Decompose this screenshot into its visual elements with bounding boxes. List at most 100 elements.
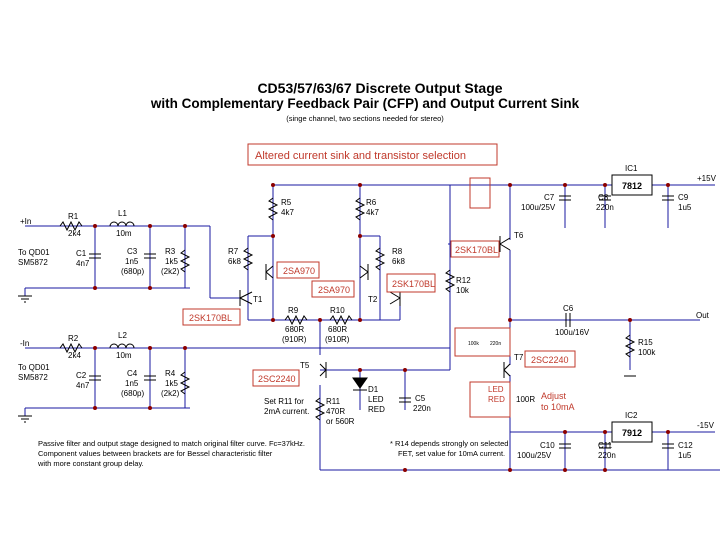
- r5-name: R5: [281, 198, 292, 207]
- part-t1: 2SK170BL: [189, 313, 232, 323]
- c5-val: 220n: [413, 404, 431, 413]
- set-r11-1: Set R11 for: [264, 397, 304, 406]
- part-t6: 2SK170BL: [455, 245, 498, 255]
- r5-val: 4k7: [281, 208, 294, 217]
- r15-name: R15: [638, 338, 653, 347]
- part-t5: 2SC2240: [258, 374, 296, 384]
- part-q1: 2SA970: [283, 266, 315, 276]
- r9-val: 680R: [285, 325, 304, 334]
- r1-val: 2k4: [68, 229, 81, 238]
- t1-label: T1: [253, 295, 263, 304]
- r11-name: R11: [326, 397, 341, 406]
- r7-val: 6k8: [228, 257, 241, 266]
- c11-val: 220n: [598, 451, 616, 460]
- r11-val: 470R: [326, 407, 345, 416]
- port-out: Out: [696, 311, 710, 320]
- adjust-1: Adjust: [541, 391, 567, 401]
- c12-name: C12: [678, 441, 693, 450]
- r7-name: R7: [228, 247, 239, 256]
- adjust-2: to 10mA: [541, 402, 575, 412]
- ic2-name: IC2: [625, 411, 638, 420]
- l2-name: L2: [118, 331, 127, 340]
- r4-val: 1k5: [165, 379, 178, 388]
- r10-val: 680R: [328, 325, 347, 334]
- component-symbols: [18, 174, 674, 449]
- title-line2: with Complementary Feedback Pair (CFP) a…: [150, 96, 580, 111]
- r8-name: R8: [392, 247, 403, 256]
- t7-label: T7: [514, 353, 524, 362]
- c8-name: C8: [598, 193, 609, 202]
- t6-label: T6: [514, 231, 524, 240]
- c10-name: C10: [540, 441, 555, 450]
- title-line1: CD53/57/63/67 Discrete Output Stage: [257, 80, 502, 96]
- to-qd01-2: To QD01: [18, 363, 50, 372]
- highlight-boxes: [454, 177, 511, 418]
- r1-name: R1: [68, 212, 79, 221]
- r2-val: 2k4: [68, 351, 81, 360]
- d1-led: LED: [368, 395, 384, 404]
- ic1-name: IC1: [625, 164, 638, 173]
- port-vpos: +15V: [697, 174, 717, 183]
- c4-alt: (680p): [121, 389, 144, 398]
- c3-val: 1n5: [125, 257, 139, 266]
- note-right-1: * R14 depends strongly on selected: [390, 439, 508, 448]
- r-100r-label: 100R: [516, 395, 535, 404]
- c1-name: C1: [76, 249, 87, 258]
- c10-val: 100u/25V: [517, 451, 552, 460]
- r3-alt: (2k2): [161, 267, 180, 276]
- d1-red: RED: [368, 405, 385, 414]
- small-c-220n: 220n: [490, 341, 501, 347]
- d1-name: D1: [368, 385, 379, 394]
- led-red-label: RED: [488, 395, 505, 404]
- c5-name: C5: [415, 394, 426, 403]
- r10-alt: (910R): [325, 335, 350, 344]
- t2-label: T2: [368, 295, 378, 304]
- transistor-label-boxes: 2SA970 2SA970 2SK170BL 2SK170BL 2SK170BL…: [182, 240, 576, 387]
- c7-val: 100u/25V: [521, 203, 556, 212]
- ic1-val: 7812: [622, 181, 642, 191]
- t5-label: T5: [300, 361, 310, 370]
- junctions: [93, 183, 670, 472]
- l2-val: 10m: [116, 351, 132, 360]
- c3-name: C3: [127, 247, 138, 256]
- ic2-val: 7912: [622, 428, 642, 438]
- altered-box: [247, 143, 498, 166]
- c6-val: 100u/16V: [555, 328, 590, 337]
- r12-val: 10k: [456, 286, 470, 295]
- c6-name: C6: [563, 304, 574, 313]
- part-t7: 2SC2240: [531, 355, 569, 365]
- part-q3: 2SK170BL: [392, 279, 435, 289]
- note-left-1: Passive filter and output stage designed…: [38, 439, 305, 448]
- sm5872-2: SM5872: [18, 373, 48, 382]
- c9-val: 1u5: [678, 203, 692, 212]
- note-left-2: Component values between brackets are fo…: [38, 449, 273, 458]
- labels: +In -In To QD01 SM5872 To QD01 SM5872 Ou…: [18, 164, 717, 468]
- c3-alt: (680p): [121, 267, 144, 276]
- r15-val: 100k: [638, 348, 656, 357]
- sm5872-1: SM5872: [18, 258, 48, 267]
- note-right-2: FET, set value for 10mA current.: [398, 449, 505, 458]
- r9-alt: (910R): [282, 335, 307, 344]
- c11-name: C11: [598, 441, 613, 450]
- led-label: LED: [488, 385, 504, 394]
- r4-alt: (2k2): [161, 389, 180, 398]
- c4-name: C4: [127, 369, 138, 378]
- port-vneg: -15V: [697, 421, 715, 430]
- c2-name: C2: [76, 371, 87, 380]
- c1-val: 4n7: [76, 259, 90, 268]
- set-r11-2: 2mA current.: [264, 407, 309, 416]
- part-q2: 2SA970: [318, 285, 350, 295]
- r4-name: R4: [165, 369, 176, 378]
- r11-alt: or 560R: [326, 417, 355, 426]
- r12-name: R12: [456, 276, 471, 285]
- title-line3: (singe channel, two sections needed for …: [286, 114, 444, 123]
- c2-val: 4n7: [76, 381, 90, 390]
- c4-val: 1n5: [125, 379, 139, 388]
- r6-name: R6: [366, 198, 377, 207]
- altered-label: Altered current sink and transistor sele…: [255, 150, 466, 162]
- c8-val: 220n: [596, 203, 614, 212]
- r3-name: R3: [165, 247, 176, 256]
- l1-val: 10m: [116, 229, 132, 238]
- r10-name: R10: [330, 306, 345, 315]
- c7-name: C7: [544, 193, 555, 202]
